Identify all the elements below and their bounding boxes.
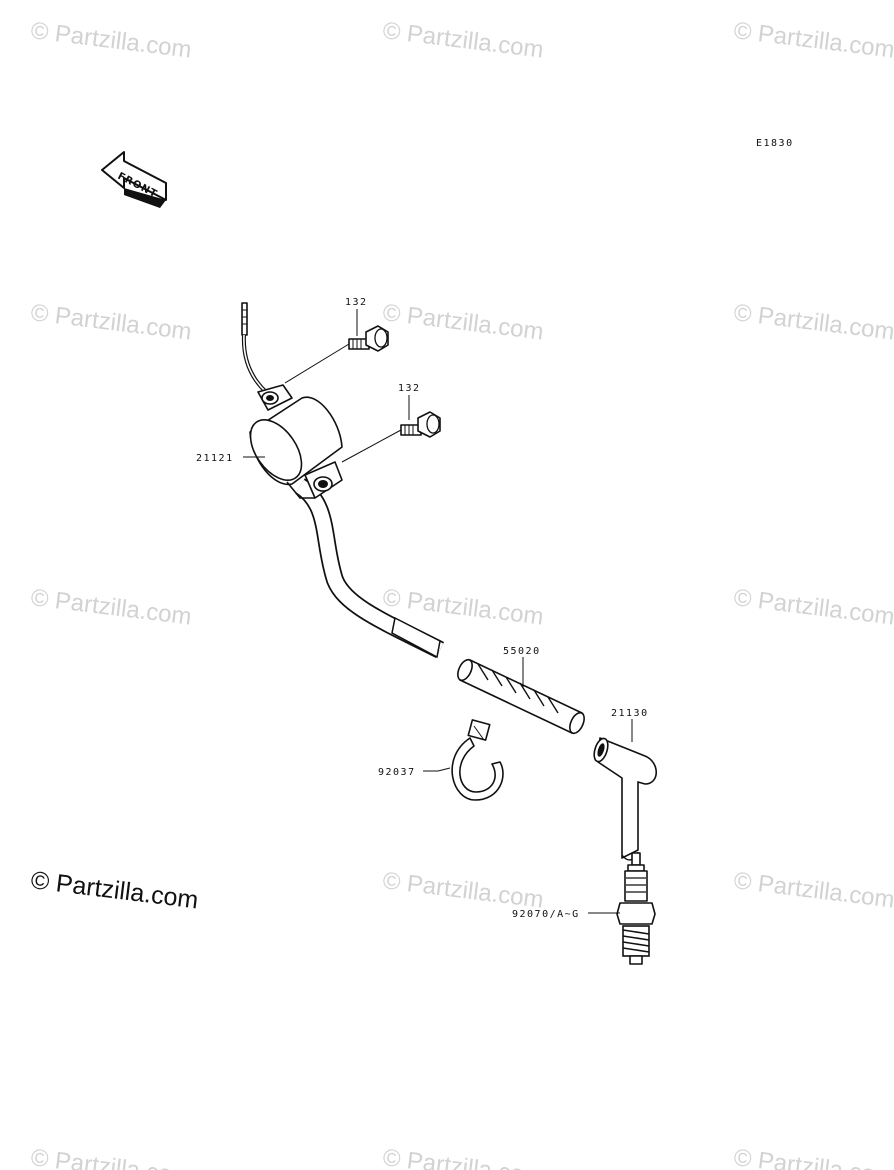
spark-plug-cap [593,737,658,861]
watermark: © Partzilla.com [29,1144,193,1170]
bolt-lower [341,411,441,463]
protective-tube [457,658,585,735]
watermark: © Partzilla.com [381,1144,545,1170]
part-labels: 132 132 21121 55020 21130 92037 92070/A~… [196,297,649,920]
part-label-bolt-upper: 132 [345,297,368,308]
watermark: © Partzilla.com [732,17,894,64]
watermark: © Partzilla.com [732,299,894,346]
front-arrow-icon: FRONT [101,151,167,208]
partzilla-watermark-large: © Partzilla.com [29,866,200,914]
leader-lines [243,309,633,914]
part-label-band: 92037 [378,767,416,778]
part-label-ignition-coil: 21121 [196,453,234,464]
watermark: © Partzilla.com [732,584,894,631]
watermark: © Partzilla.com [381,17,545,64]
watermark: © Partzilla.com [381,867,545,914]
watermark: © Partzilla.com [29,17,193,64]
watermark: © Partzilla.com [29,584,193,631]
spark-plug [616,852,656,965]
band-clamp [451,719,504,801]
part-label-spark-plug: 92070/A~G [512,909,580,920]
part-label-tube: 55020 [503,646,541,657]
watermark: © Partzilla.com [29,299,193,346]
watermark: © Partzilla.com [732,1144,894,1170]
watermark: © Partzilla.com [732,867,894,914]
ignition-coil [249,384,343,499]
coil-primary-wire [241,302,268,394]
part-label-plug-cap: 21130 [611,708,649,719]
part-label-bolt-lower: 132 [398,383,421,394]
high-tension-lead [294,478,445,659]
bolt-upper [284,325,389,384]
watermark: © Partzilla.com [381,299,545,346]
diagram-code: E1830 [756,138,794,149]
